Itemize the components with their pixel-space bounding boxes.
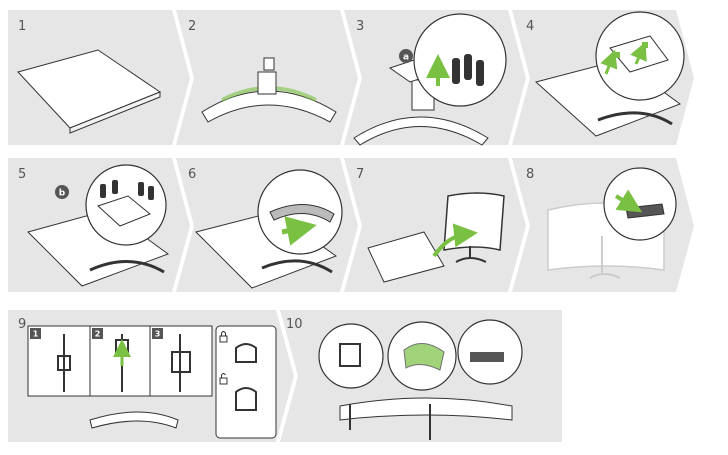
lock-closed-icon <box>219 331 228 343</box>
step-3-number: 3 <box>356 19 364 34</box>
step-7-number: 7 <box>356 167 364 182</box>
step-7-panel: 7 <box>344 158 526 292</box>
step-6-panel: 6 <box>176 158 358 292</box>
callout-a-badge <box>399 49 413 63</box>
step-8-panel: 8 <box>512 158 694 292</box>
substep-2: 2 <box>92 328 131 392</box>
substep-1: 1 <box>30 328 71 392</box>
screws-detail <box>452 54 484 86</box>
step-10-panel: 10 <box>280 310 562 442</box>
stand-base <box>201 57 337 123</box>
substep-3: 3 <box>152 328 191 392</box>
svg-text:2: 2 <box>95 330 101 339</box>
callout-b-label: b <box>59 189 66 199</box>
step-1-number: 1 <box>18 19 26 34</box>
step-5-panel: 5 b <box>8 158 190 292</box>
step-8-detail-circle <box>603 167 677 241</box>
callout-a-label: a <box>403 53 409 63</box>
svg-text:1: 1 <box>33 330 39 339</box>
callout-b-badge <box>55 185 69 199</box>
arrow-icon <box>600 49 618 75</box>
stand-neck <box>263 57 275 71</box>
step-2-number: 2 <box>188 19 196 34</box>
step-1-panel: 1 <box>8 10 190 145</box>
step-9-number: 9 <box>18 317 26 332</box>
step-5-number: 5 <box>18 167 26 182</box>
substeps-box <box>27 325 213 397</box>
step-3-detail-circle <box>413 13 507 107</box>
step-9-panel: 9 1 2 3 <box>8 310 294 442</box>
svg-text:3: 3 <box>155 330 161 339</box>
step-8-number: 8 <box>526 167 534 182</box>
arrow-icon <box>630 41 647 65</box>
lock-open-icon <box>219 373 228 385</box>
step-3-panel: 3 a <box>344 10 526 146</box>
step-4-number: 4 <box>526 19 534 34</box>
step-6-number: 6 <box>188 167 196 182</box>
arrow-icon <box>614 189 643 213</box>
arrow-icon <box>432 223 478 258</box>
step-4-panel: 4 <box>512 10 694 145</box>
step-10-number: 10 <box>286 317 303 332</box>
step-2-panel: 2 <box>176 10 358 145</box>
screws-detail <box>100 180 154 200</box>
upright-monitor <box>443 192 505 251</box>
monitor-face-down <box>17 49 162 134</box>
arrow-icon <box>281 216 317 246</box>
lock-legend-box <box>215 325 277 439</box>
